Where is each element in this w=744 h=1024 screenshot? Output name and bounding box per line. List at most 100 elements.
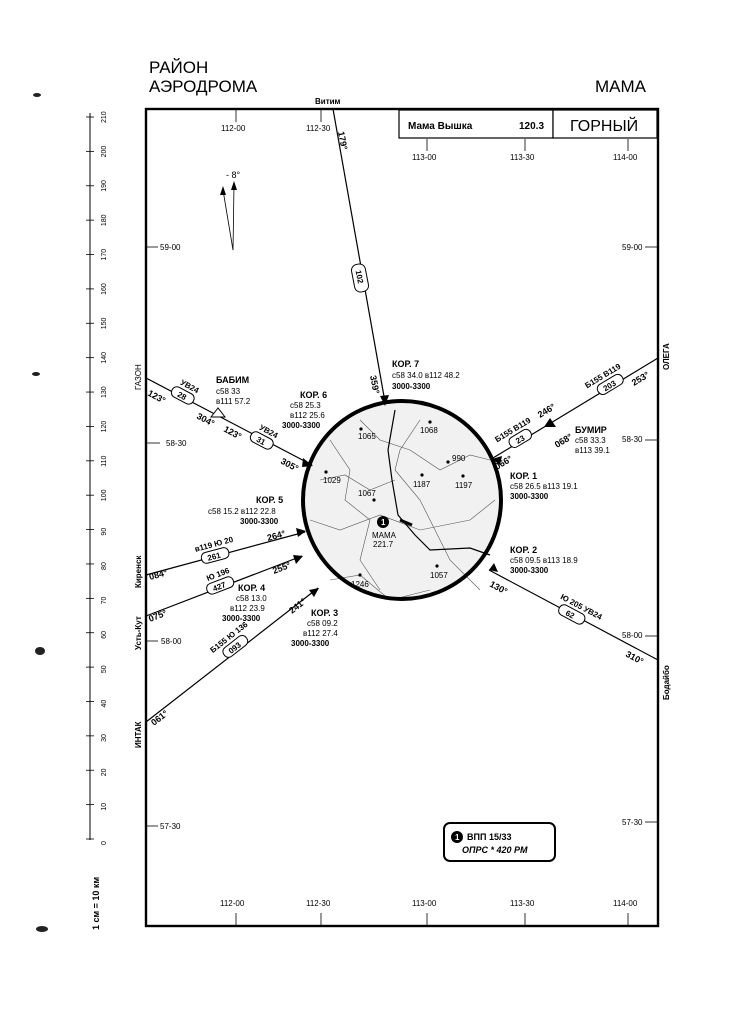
kor5-coords: с58 15.2 в112 22.8 [208, 507, 276, 516]
aerodrome-name: МАМА [372, 531, 397, 540]
bumir-lon: в113 39.1 [575, 446, 610, 455]
bumir-lat: с58 33.3 [575, 436, 606, 445]
scale-tick-label: 70 [101, 596, 108, 604]
kor7-alt: 3000-3300 [392, 382, 431, 391]
kor1-name: КОР. 1 [510, 471, 537, 481]
airport-title: МАМА [595, 77, 647, 96]
vitim-distance: 102 [354, 269, 365, 284]
gazon-label: ГАЗОН [134, 364, 143, 390]
map-frame [144, 107, 660, 928]
elev-1057: 1057 [430, 571, 448, 580]
babim-lon: в111 57.2 [216, 397, 251, 406]
olega-track: 253° [630, 369, 651, 387]
elev-990: 990 [452, 454, 466, 463]
lon-top-2: 112-30 [306, 124, 331, 133]
vitim-track: 179° [336, 130, 349, 151]
bumir-name: БУМИР [575, 425, 607, 435]
kor2-alt: 3000-3300 [510, 566, 549, 575]
frequency-box: Мама Вышка 120.3 ГОРНЫЙ [398, 109, 658, 139]
elev-1246: 1246 [351, 580, 369, 589]
scale-tick-label: 150 [101, 317, 108, 329]
scale-tick-label: 210 [101, 111, 108, 123]
scale-tick-label: 180 [101, 214, 108, 226]
runway-note-line1: ВПП 15/33 [467, 832, 511, 842]
lon-bottom-5: 114-00 [613, 899, 638, 908]
kor5-name: КОР. 5 [256, 495, 283, 505]
kor3-lat: с58 09.2 [307, 619, 338, 628]
lat-left-1: 59-00 [160, 243, 181, 252]
tower-label: Мама Вышка [408, 121, 473, 132]
bumir-fix-icon [544, 418, 556, 427]
kor1-coords: с58 26.5 в113 19.1 [510, 482, 578, 491]
ust-kut-track: 075° [147, 608, 168, 624]
lon-bottom-1: 112-00 [220, 899, 245, 908]
kor3-name: КОР. 3 [311, 608, 338, 618]
bumir-track: 068° [553, 431, 574, 449]
scale-tick-label: 0 [101, 841, 108, 845]
lon-top-1: 112-00 [221, 124, 246, 133]
terrain-area [303, 401, 501, 601]
elev-1197: 1197 [455, 481, 473, 490]
kirensk-distance: 261 [206, 551, 222, 563]
scale-bar: 2102001901801701601501401301201101009080… [86, 111, 108, 930]
scale-tick-label: 20 [101, 768, 108, 776]
babim-fix-icon [209, 407, 227, 418]
kor2-name: КОР. 2 [510, 545, 537, 555]
kor7-coords: с58 34.0 в112 48.2 [392, 371, 460, 380]
scale-tick-label: 130 [101, 386, 108, 398]
scale-tick-label: 80 [101, 562, 108, 570]
babim-lat: с58 33 [216, 387, 241, 396]
kor6-lon: в112 25.6 [290, 411, 325, 420]
kor6-inbound: 305° [279, 456, 300, 474]
kor5-alt: 3000-3300 [240, 517, 279, 526]
scale-tick-label: 30 [101, 734, 108, 742]
scale-tick-label: 110 [101, 456, 108, 467]
spot-elevations: 1065 1068 990 1029 1067 1187 1197 1246 1… [323, 420, 473, 589]
vitim-label: Витим [315, 97, 341, 106]
declination-label: - 8° [226, 170, 241, 180]
terrain-label: ГОРНЫЙ [570, 116, 638, 135]
kor-labels: КОР. 7 с58 34.0 в112 48.2 3000-3300 КОР.… [208, 359, 578, 648]
north-arrow-icon: - 8° [220, 170, 241, 251]
scan-specks [32, 93, 48, 932]
intak-track: 061° [149, 708, 170, 728]
airway-annotations: Витим 179° 102 359° ГАЗОН 123° 28 УВ24 Б… [134, 97, 671, 748]
lat-left-4: 57-30 [160, 822, 181, 831]
runway-note-line2: ОПРС * 420 РМ [462, 845, 528, 855]
kor6-lat: с58 25.3 [290, 401, 321, 410]
kor4-alt: 3000-3300 [222, 614, 261, 623]
scale-tick-label: 170 [101, 249, 108, 261]
lat-left-2: 58-30 [166, 439, 187, 448]
lon-top-5: 114-00 [613, 153, 638, 162]
babim-track-out: 123° [146, 388, 167, 406]
area-title-line1: РАЙОН [149, 58, 208, 77]
lon-top-3: 113-00 [412, 153, 437, 162]
lat-left-3: 58-00 [161, 637, 182, 646]
aerodrome-marker: 1 МАМА 221.7 [372, 516, 397, 549]
ust-kut-label: Усть-Кут [134, 616, 143, 650]
lon-top-4: 113-30 [510, 153, 535, 162]
scale-tick-label: 140 [101, 352, 108, 364]
scale-tick-label: 50 [101, 665, 108, 673]
kor4-inbound: 255° [271, 560, 292, 576]
aerodrome-elevation: 221.7 [373, 540, 394, 549]
kor2-coords: с58 09.5 в113 18.9 [510, 556, 578, 565]
tower-frequency: 120.3 [519, 121, 544, 132]
kor1-alt: 3000-3300 [510, 492, 549, 501]
scale-tick-label: 200 [101, 146, 108, 158]
scale-tick-label: 100 [101, 489, 108, 501]
intak-label: ИНТАК [134, 721, 143, 748]
aerodrome-badge-icon [377, 516, 389, 528]
kor4-name: КОР. 4 [238, 583, 265, 593]
elev-1187: 1187 [413, 480, 431, 489]
runway-note-box: 1 ВПП 15/33 ОПРС * 420 РМ [443, 822, 556, 862]
scale-tick-label: 90 [101, 528, 108, 536]
scale-tick-label: 10 [101, 803, 108, 811]
scale-tick-label: 60 [101, 631, 108, 639]
bodaibo-track: 130° [488, 579, 509, 597]
lat-right-1: 59-00 [622, 243, 643, 252]
scale-tick-label: 160 [101, 283, 108, 295]
lat-right-3: 58-00 [622, 631, 643, 640]
bodaibo-label: Бодайбо [662, 665, 671, 700]
